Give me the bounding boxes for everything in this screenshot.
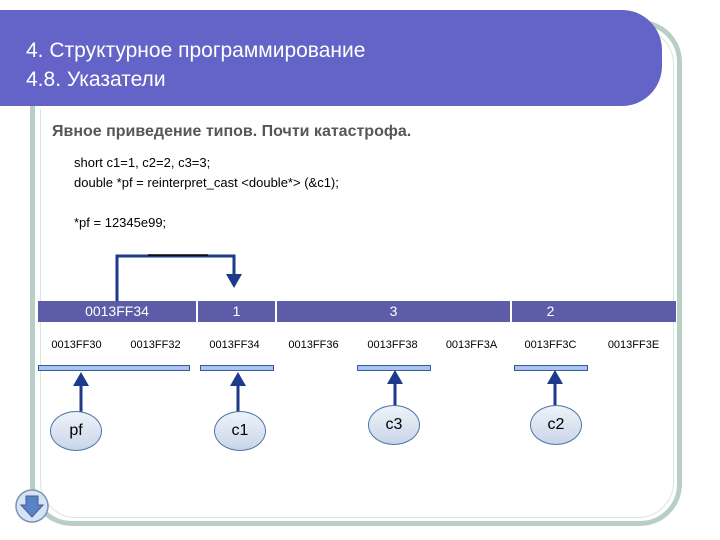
pf-span-bar [38,365,190,371]
code-line-3: *pf = 12345e99; [74,215,167,230]
variable-c1: c1 [214,411,266,451]
memory-separator [510,301,512,322]
memory-value-c2: 2 [546,303,555,319]
variable-c2: c2 [530,405,582,445]
memory-address: 0013FF34 [209,339,260,351]
memory-address: 0013FF30 [51,339,102,351]
slide-title-line1: 4. Структурное программирование [26,39,366,62]
c1-span-bar [200,365,274,371]
c3-span-bar [357,365,431,371]
up-arrow-icon [73,372,89,414]
c2-span-bar [514,365,588,371]
memory-address: 0013FF3E [607,339,660,351]
memory-value-pf: 0013FF34 [85,303,149,319]
pointer-connector [115,254,242,302]
code-line-1: short c1=1, c2=2, c3=3; [74,155,211,170]
memory-address: 0013FF38 [367,339,418,351]
slide-subtitle: Явное приведение типов. Почти катастрофа… [52,123,412,140]
code-line-2: double *pf = reinterpret_cast <double*> … [74,175,339,190]
memory-value-c1: 1 [232,303,241,319]
memory-address: 0013FF3C [524,339,577,351]
memory-separator [196,301,198,322]
variable-pf: pf [50,411,102,451]
memory-address: 0013FF36 [288,339,339,351]
memory-address: 0013FF3A [445,339,498,351]
memory-address: 0013FF32 [130,339,181,351]
header-underline [36,106,636,109]
memory-separator [275,301,277,322]
memory-value-c3: 3 [389,303,398,319]
up-arrow-icon [230,372,246,414]
slide-title-line2: 4.8. Указатели [26,68,166,91]
down-arrow-icon[interactable] [12,488,52,524]
slide-header: 4. Структурное программирование 4.8. Ука… [0,10,662,109]
variable-c3: c3 [368,405,420,445]
